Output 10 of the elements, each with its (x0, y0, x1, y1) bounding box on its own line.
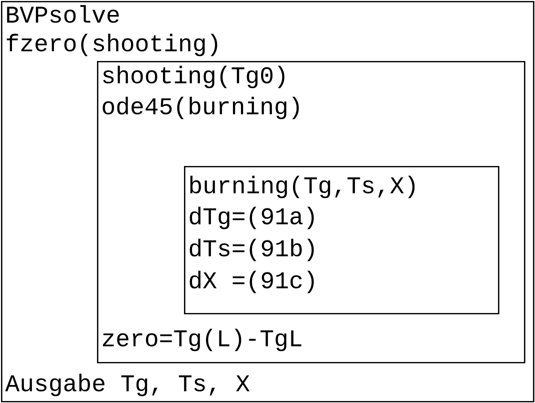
code-line: zero=Tg(L)-TgL (102, 328, 302, 352)
code-line: BVPsolve (7, 5, 119, 23)
code-line: burning(Tg,Ts,X) (190, 176, 415, 198)
code-line: fzero(shooting) (6, 34, 218, 56)
code-line: dX =(91c) (190, 270, 314, 294)
code-line: dTg=(91a) (190, 206, 314, 230)
code-line: dTs=(91b) (190, 238, 314, 262)
code-line: ode45(burning) (102, 96, 299, 120)
code-line: shooting(Tg0) (103, 66, 284, 88)
code-line: Ausgabe Tg, Ts, X (5, 374, 250, 396)
